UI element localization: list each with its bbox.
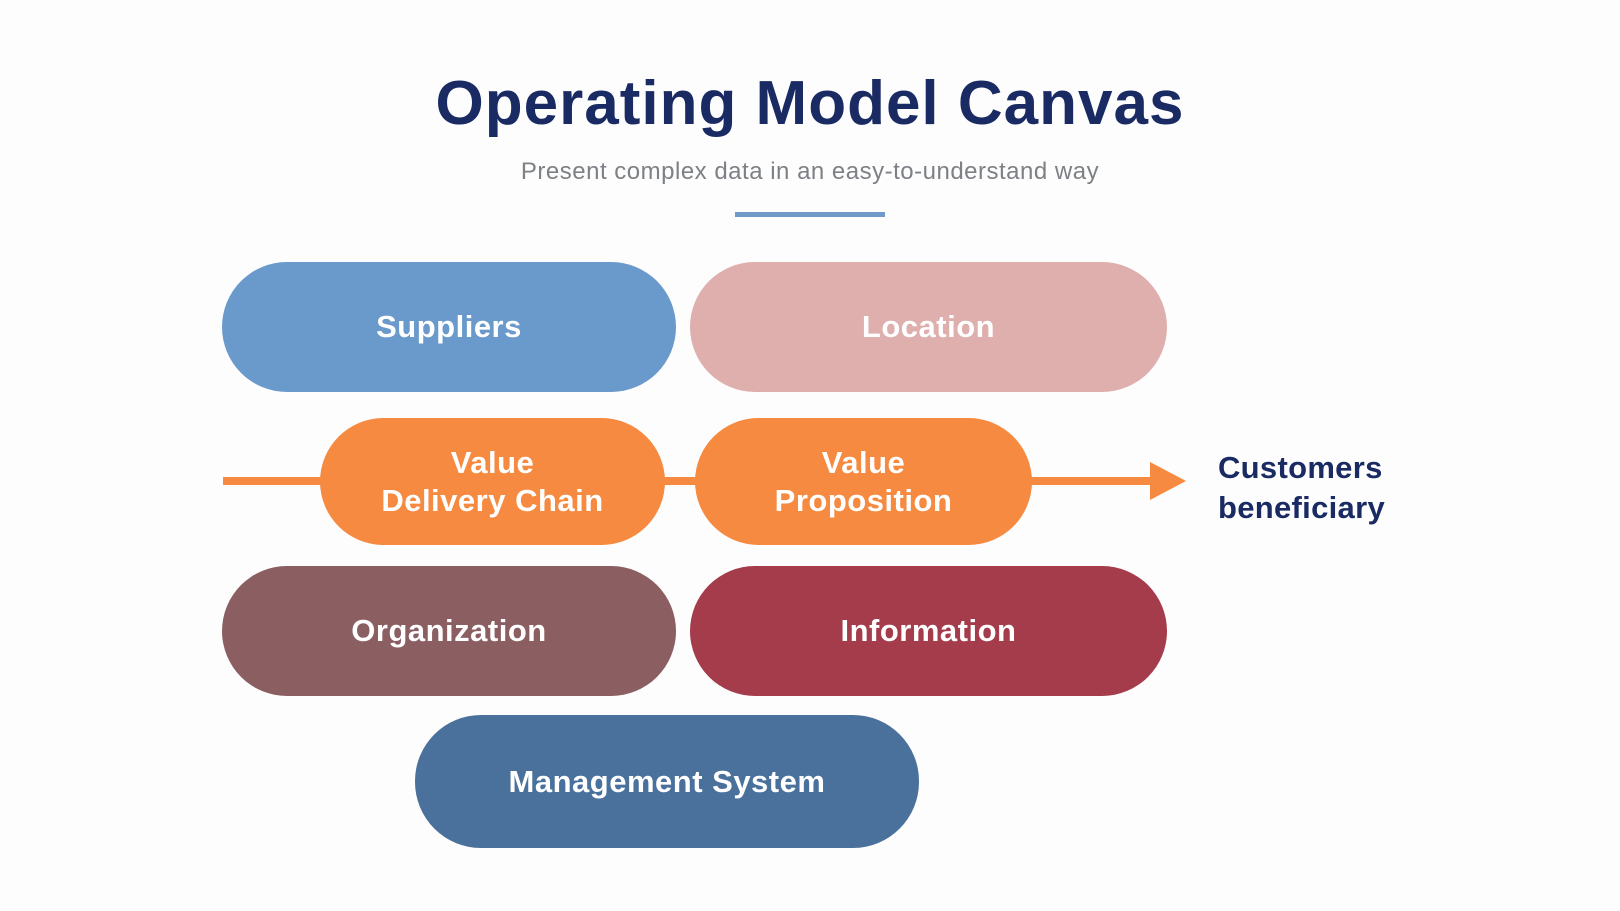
title-underline-bar xyxy=(735,212,885,217)
pill-organization: Organization xyxy=(222,566,676,696)
arrow-label-line: Customers xyxy=(1218,450,1383,485)
pill-suppliers: Suppliers xyxy=(222,262,676,392)
flow-arrow-line xyxy=(223,477,1155,485)
page-subtitle: Present complex data in an easy-to-under… xyxy=(520,158,1100,185)
page-title: Operating Model Canvas xyxy=(435,69,1185,138)
arrow-label-line: beneficiary xyxy=(1218,490,1385,525)
pill-value-delivery-chain: Value Delivery Chain xyxy=(320,418,665,545)
pill-management-system: Management System xyxy=(415,715,919,848)
arrow-right-icon xyxy=(1150,462,1186,500)
pill-label: Information xyxy=(840,613,1017,648)
pill-label-line: Delivery Chain xyxy=(381,482,604,518)
arrow-label-customers-beneficiary: Customers beneficiary xyxy=(1218,448,1385,528)
pill-value-proposition: Value Proposition xyxy=(695,418,1032,545)
pill-label-line: Proposition xyxy=(774,482,953,518)
pill-label-line: Value xyxy=(821,444,906,480)
pill-location: Location xyxy=(690,262,1167,392)
pill-label: Location xyxy=(861,309,996,344)
pill-label-line: Value xyxy=(450,444,535,480)
pill-label: Suppliers xyxy=(376,309,522,344)
pill-label: Management System xyxy=(508,763,826,799)
pill-information: Information xyxy=(690,566,1167,696)
pill-label: Organization xyxy=(351,613,547,648)
